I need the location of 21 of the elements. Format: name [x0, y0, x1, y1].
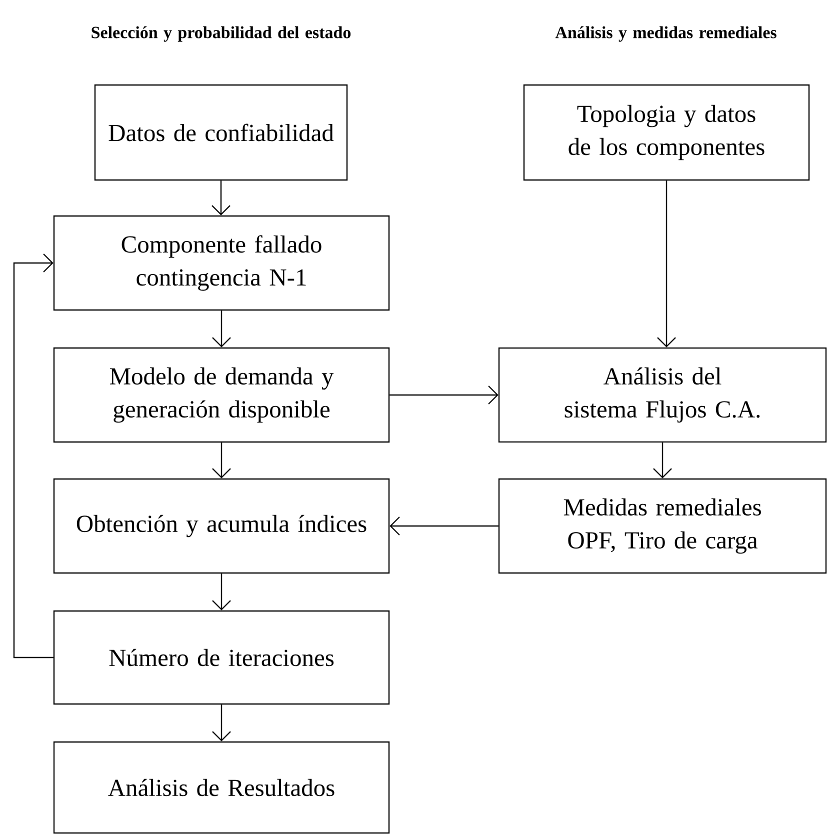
process-box: Modelo de demanda y generación disponible: [53, 347, 390, 443]
process-box: Datos de confiabilidad: [94, 84, 348, 181]
process-box: Topologia y datos de los componentes: [523, 84, 810, 181]
arrow: [212, 442, 231, 478]
process-box: Análisis de Resultados: [53, 741, 390, 834]
process-box: Obtención y acumula índices: [53, 478, 390, 574]
arrow: [657, 180, 676, 348]
arrow: [212, 180, 230, 216]
arrow: [390, 386, 498, 404]
heading: Selección y probabilidad del estado: [92, 26, 351, 42]
heading: Análisis y medidas remediales: [555, 26, 776, 42]
process-box: Análisis del sistema Flujos C.A.: [498, 347, 827, 443]
arrow: [212, 574, 231, 610]
process-box: Componente fallado contingencia N-1: [53, 215, 390, 311]
arrow: [390, 516, 498, 536]
arrow: [212, 310, 231, 348]
process-box: Número de iteraciones: [53, 610, 390, 705]
arrow: [13, 254, 54, 658]
arrow: [653, 442, 672, 478]
arrow: [212, 704, 231, 742]
process-box: Medidas remediales OPF, Tiro de carga: [498, 478, 827, 574]
